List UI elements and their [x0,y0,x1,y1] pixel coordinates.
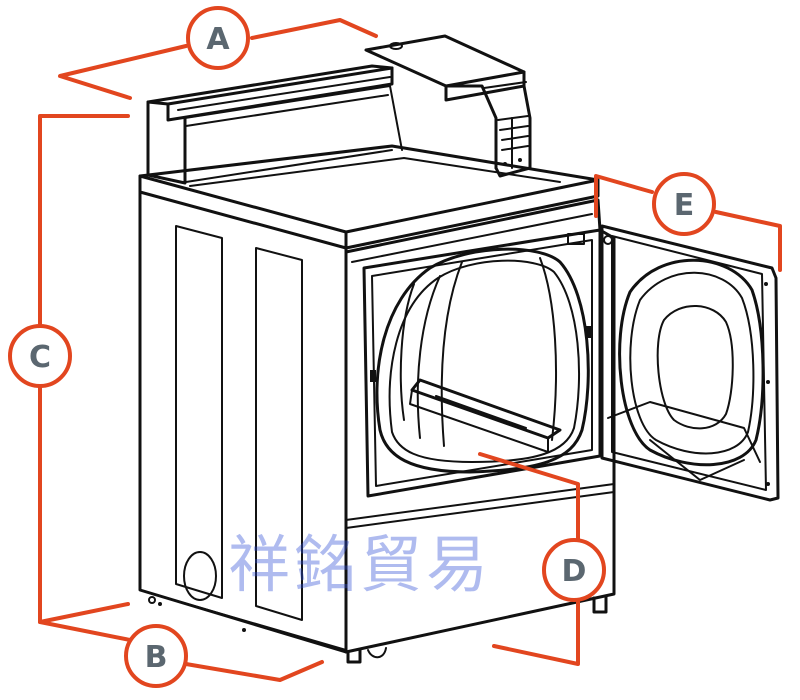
control-console [146,64,403,185]
dimension-line-b-right [184,660,324,682]
callout-d-label: D [562,554,587,589]
callout-e-label: E [674,188,695,223]
dimension-lines [38,18,782,682]
dimension-line-a-right [250,18,378,40]
dimension-line-a [58,44,188,100]
dimension-line-c [38,114,130,332]
callout-b-label: B [145,640,168,675]
callout-a-label: A [206,22,230,57]
side-panel [138,190,348,654]
watermark-text: 祥銘貿易 [228,528,492,601]
dimension-line-c-bottom [38,380,130,624]
callout-b: B [124,624,188,688]
dimension-line-e [594,174,654,218]
dimension-line-d [478,452,580,542]
callout-a: A [186,6,250,70]
door-opening [362,228,602,498]
open-door [600,224,780,502]
front-panel [344,198,616,664]
dimension-line-b [38,620,132,642]
dryer-illustration [138,34,780,664]
callout-c-label: C [29,340,51,375]
callout-d: D [542,538,606,602]
dimension-line-d-bottom [492,596,580,666]
dimension-line-e-right [714,210,782,272]
callout-e: E [652,172,716,236]
callout-c: C [8,324,72,388]
drum [370,247,592,474]
